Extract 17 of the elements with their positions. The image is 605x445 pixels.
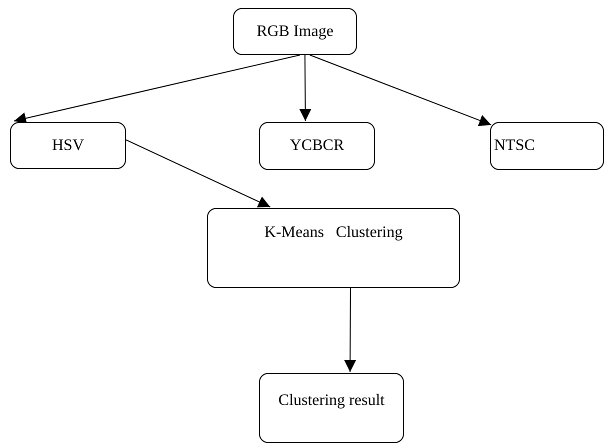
process-box	[10, 122, 126, 169]
box-label: HSV	[52, 136, 84, 154]
box-label: Clustering result	[278, 392, 385, 410]
arrow	[344, 288, 356, 372]
process-box	[259, 122, 375, 170]
box-label: RGB Image	[256, 22, 334, 40]
box-label: YCBCR	[290, 137, 344, 155]
box-label: NTSC	[494, 137, 535, 155]
process-box	[233, 8, 357, 55]
box-label: K-Means Clustering	[264, 224, 403, 242]
arrow	[126, 139, 271, 208]
process-box	[490, 122, 604, 170]
arrow	[309, 54, 492, 126]
arrow	[14, 54, 300, 124]
process-box	[207, 208, 460, 288]
arrow	[299, 54, 312, 122]
process-box	[259, 373, 404, 443]
